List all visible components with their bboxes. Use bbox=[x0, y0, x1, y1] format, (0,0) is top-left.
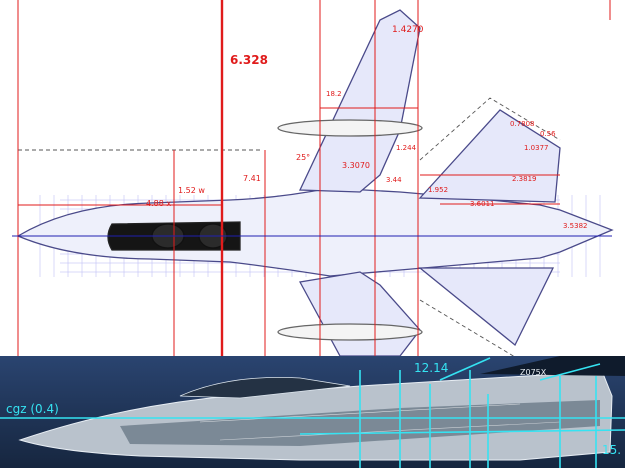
label-tail-a: 0.7808 bbox=[510, 120, 535, 128]
label-tail-b: 0.56 bbox=[540, 130, 556, 138]
label-tail-g: 3.6011 bbox=[470, 200, 495, 208]
label-wing-tip: 1.4270 bbox=[392, 25, 424, 35]
label-cg: cgz (0.4) bbox=[6, 402, 59, 416]
plan-view-panel: 6.328 1.4270 18.2 25° 3.3070 1.244 3.44 … bbox=[12, 0, 614, 356]
label-tail-f: 3.5382 bbox=[563, 222, 588, 230]
side-view-panel: cgz (0.4) 12.14 15. Z075X bbox=[0, 356, 625, 468]
label-tail-d: 2.3819 bbox=[512, 175, 537, 183]
label-nose-width: 1.52 w bbox=[178, 186, 205, 195]
dimension-lines bbox=[12, 0, 612, 356]
cyan-guides bbox=[0, 357, 625, 468]
label-wing-root: 3.3070 bbox=[342, 161, 370, 170]
fuselage-outline bbox=[16, 9, 614, 356]
label-tail-c: 1.0377 bbox=[524, 144, 549, 152]
side-view-drawing: cgz (0.4) 12.14 15. Z075X bbox=[0, 356, 625, 468]
label-intake-a: 1.244 bbox=[396, 144, 417, 152]
label-nose-length: 4.88 x bbox=[146, 199, 171, 208]
label-vertical-main: 6.328 bbox=[230, 53, 268, 67]
label-tail-e: 1.952 bbox=[428, 186, 448, 194]
label-dim-top: 12.14 bbox=[414, 361, 448, 375]
label-canopy: 7.41 bbox=[243, 174, 261, 183]
label-dim-right: 15. bbox=[602, 443, 621, 457]
label-sweep-angle: 25° bbox=[296, 153, 310, 162]
label-fuselage-upper: 18.2 bbox=[326, 90, 342, 98]
label-tail-code: Z075X bbox=[520, 368, 547, 377]
label-intake-b: 3.44 bbox=[386, 176, 402, 184]
plan-view-drawing: 6.328 1.4270 18.2 25° 3.3070 1.244 3.44 … bbox=[12, 0, 614, 356]
